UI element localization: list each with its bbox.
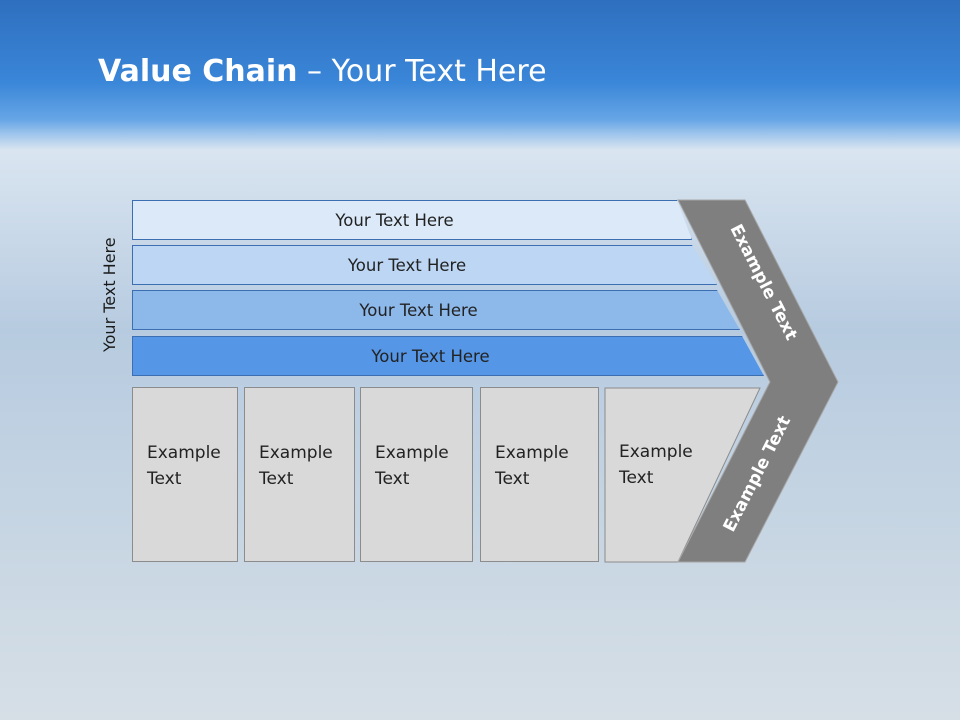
band-3-label: Your Text Here: [359, 300, 478, 320]
band-2-label: Your Text Here: [347, 255, 467, 275]
box-3-line2: Text: [375, 469, 410, 489]
box-4-line2: Text: [495, 469, 530, 489]
box-4-line1: Example: [495, 443, 569, 463]
activity-box-4: Example Text: [480, 387, 599, 562]
box-2-line1: Example: [259, 443, 333, 463]
activity-box-3: Example Text: [360, 387, 473, 562]
slide-title: Value Chain – Your Text Here: [98, 54, 547, 89]
band-4: Your Text Here: [132, 336, 764, 376]
box-2-line2: Text: [259, 469, 294, 489]
band-1: Your Text Here: [132, 200, 692, 240]
box-5-line2: Text: [619, 468, 654, 488]
box-5-line1: Example: [619, 442, 693, 462]
box-3-line1: Example: [375, 443, 449, 463]
band-3: Your Text Here: [132, 290, 740, 330]
header-bar: [0, 0, 960, 150]
activity-box-2: Example Text: [244, 387, 355, 562]
title-bold: Value Chain: [98, 54, 298, 89]
band-1-label: Your Text Here: [335, 210, 454, 230]
activity-box-5: Example Text: [605, 387, 725, 562]
chevron-arrow: [677, 199, 839, 563]
box-1-line1: Example: [147, 443, 221, 463]
box-1-line2: Text: [147, 469, 182, 489]
title-rest: – Your Text Here: [297, 54, 547, 89]
activity-box-1: Example Text: [132, 387, 238, 562]
band-2: Your Text Here: [132, 245, 717, 285]
band-4-label: Your Text Here: [371, 346, 490, 366]
